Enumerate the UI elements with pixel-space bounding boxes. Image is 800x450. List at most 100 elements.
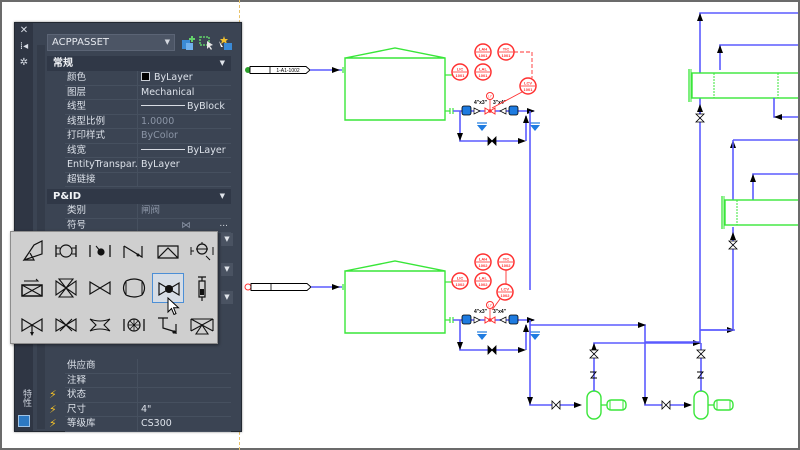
property-value-size[interactable]: 4" [137, 402, 231, 417]
pick-add-icon[interactable] [217, 35, 233, 51]
angle-check-valve-icon [158, 317, 177, 334]
palette-properties-icon[interactable] [18, 415, 30, 427]
off-page-connector[interactable]: 1-A1-1002 [249, 66, 311, 74]
symbol-option-gate-valve[interactable] [84, 273, 116, 303]
signal-line [514, 51, 533, 78]
level-symbol [477, 125, 487, 131]
flange-block [508, 105, 519, 116]
flange-block [461, 314, 472, 325]
value-text: ByLayer [187, 144, 226, 156]
auto-hide-icon[interactable]: ⁞◂ [19, 41, 29, 52]
valve-symbol [487, 345, 497, 355]
property-value-comment[interactable] [137, 373, 231, 388]
plug-valve-icon [122, 278, 146, 298]
pump[interactable] [693, 390, 734, 420]
property-value-symbol[interactable]: ⋈... [137, 218, 231, 233]
property-value-linetype-scale[interactable]: 1.0000 [137, 114, 231, 129]
browse-symbol-button[interactable]: ... [219, 218, 228, 229]
pipe-line [719, 44, 800, 70]
valve-symbol [695, 113, 705, 123]
valve-symbol [487, 136, 497, 146]
property-value-color[interactable]: ByLayer [137, 71, 231, 85]
symbol-option-pinch-valve[interactable] [84, 310, 116, 340]
property-value-transparency[interactable]: ByLayer [137, 158, 231, 172]
symbol-option-plug-valve[interactable] [118, 273, 150, 303]
close-icon[interactable]: ✕ [19, 25, 29, 36]
pump-motor [606, 399, 627, 411]
property-value-status[interactable] [137, 388, 231, 402]
gate-valve-icon [89, 280, 111, 296]
instrument-tag-letters: TIC [503, 257, 510, 262]
symbol-option-four-way-valve[interactable] [50, 273, 82, 303]
value-text: ByBlock [187, 101, 225, 112]
dropdown-caret[interactable]: ▼ [221, 291, 233, 304]
category-pid[interactable]: P&ID ▼ [47, 189, 231, 204]
symbol-option-angle-valve[interactable] [16, 236, 48, 266]
symbol-option-diaphragm-valve[interactable] [16, 273, 48, 303]
pump[interactable] [586, 390, 627, 420]
symbol-option-double-gate-valve[interactable] [50, 310, 82, 340]
window-border [0, 448, 800, 450]
properties-settings-icon[interactable]: ✲ [19, 57, 29, 68]
property-label: 尺寸 [67, 403, 87, 415]
level-symbol [477, 334, 487, 340]
pump-motor [713, 399, 734, 411]
tank-outline [344, 260, 446, 334]
flow-arrow [574, 402, 582, 408]
symbol-option-butterfly-valve[interactable] [50, 236, 82, 266]
symbol-option-three-way-valve[interactable] [186, 310, 218, 340]
positioner-label: LY [488, 95, 493, 99]
property-value-plot-style[interactable]: ByColor [137, 129, 231, 143]
symbol-option-angle-check-valve[interactable] [152, 310, 184, 340]
instrument-tag-number: 1001 [456, 73, 466, 78]
object-type-select[interactable]: ACPPASSET ▼ [47, 34, 175, 51]
symbol-option-ball-valve[interactable] [84, 236, 116, 266]
flow-arrow [527, 397, 533, 405]
quick-select-icon[interactable] [199, 35, 215, 51]
palette-title-strip[interactable]: ✕ ⁞◂ ✲ 特性 [15, 23, 33, 431]
symbol-option-check-valve[interactable] [118, 236, 150, 266]
diaphragm-valve-icon [21, 278, 43, 297]
lightning-icon: ⚡ [49, 402, 57, 416]
property-label: 线宽 [67, 144, 87, 156]
property-value-hyperlink[interactable] [137, 172, 231, 187]
property-value-spec[interactable]: CS300 [137, 417, 231, 431]
storage-tank[interactable] [344, 47, 446, 121]
property-value-class[interactable]: 闸阀 [137, 204, 231, 218]
window-border [798, 0, 800, 450]
symbol-option-needle-valve[interactable] [186, 273, 218, 303]
symbol-option-stop-check-valve[interactable] [16, 310, 48, 340]
category-general[interactable]: 常规 ▼ [47, 56, 231, 71]
dropdown-caret[interactable]: ▼ [221, 233, 233, 246]
storage-tank[interactable] [344, 260, 446, 334]
off-page-connector[interactable] [250, 283, 312, 291]
add-to-selection-icon[interactable] [181, 35, 197, 51]
heat-exchanger[interactable] [721, 196, 800, 229]
instrument-tag-letters: LIC [457, 67, 464, 72]
flow-arrow [527, 317, 535, 323]
symbol-option-globe-valve-actuated[interactable] [186, 236, 218, 266]
symbol-option-knife-gate-valve[interactable] [152, 236, 184, 266]
property-value-lineweight[interactable]: ByLayer [137, 143, 231, 158]
symbol-option-rotary-valve[interactable] [118, 310, 150, 340]
property-value-linetype[interactable]: ByBlock [137, 100, 231, 114]
heat-exchanger[interactable] [688, 69, 800, 102]
property-value-layer[interactable]: Mechanical [137, 85, 231, 100]
knife-gate-valve-icon [157, 245, 179, 259]
dropdown-caret[interactable]: ▼ [221, 263, 233, 276]
property-value-supplier[interactable] [137, 359, 231, 373]
pump-body [586, 390, 602, 420]
strainer-symbol [697, 371, 704, 379]
control-valve-station: LY4"x3"3"x4" [449, 301, 540, 355]
